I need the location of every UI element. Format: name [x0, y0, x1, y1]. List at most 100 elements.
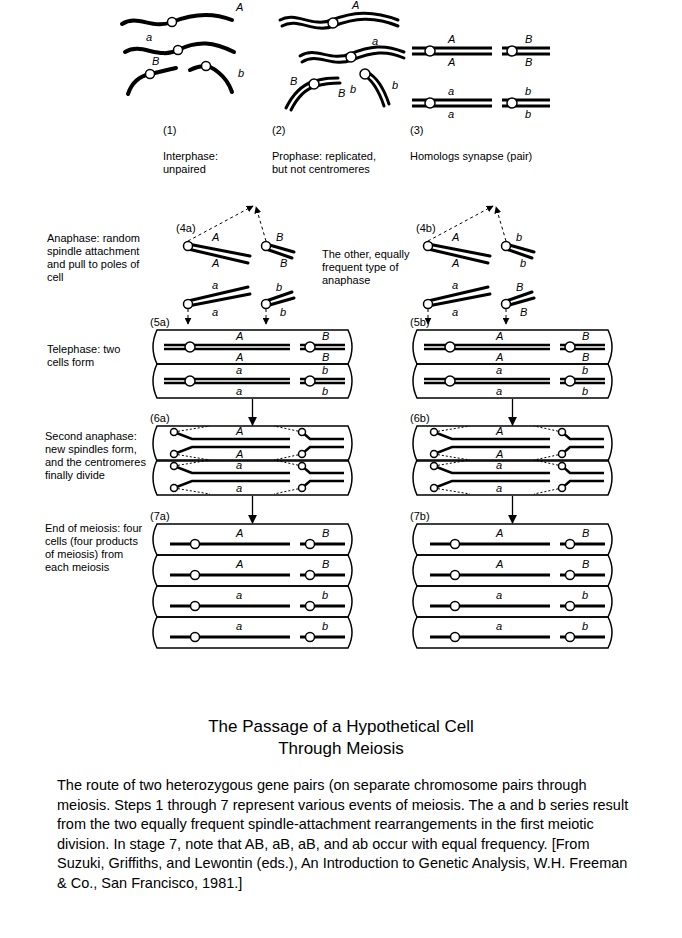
allele-label: A [236, 449, 243, 460]
allele-label: B [280, 258, 287, 269]
cell-outline [150, 426, 355, 461]
allele-label: a [496, 621, 502, 632]
chromatid [424, 382, 550, 385]
cell-membrane [413, 330, 612, 364]
cell-box: AB [150, 555, 355, 586]
allele-label: A [496, 449, 503, 460]
cell-box: AA [150, 426, 355, 461]
allele-label: a [212, 280, 218, 291]
centromere [262, 242, 271, 251]
chromatid [367, 72, 389, 104]
allele-label: B [582, 352, 589, 363]
allele-label: B [582, 528, 589, 539]
centromere [431, 429, 438, 436]
stage-label: (3) [410, 124, 423, 137]
cell-membrane [153, 617, 352, 648]
cell-box: aa [150, 460, 355, 495]
centromere [185, 342, 195, 352]
centromere [191, 633, 200, 642]
centromere [445, 376, 455, 386]
centromere [191, 602, 200, 611]
allele-label: a [452, 280, 458, 291]
centromere [451, 602, 460, 611]
allele-label: a [236, 386, 242, 397]
stage-label: Prophase: replicated, but not centromere… [272, 150, 394, 176]
allele-label: a [496, 386, 502, 397]
centromere [425, 46, 435, 56]
centromere [184, 300, 193, 309]
chromatid [170, 574, 290, 577]
cell-outline [410, 460, 615, 495]
cell-membrane [413, 460, 612, 495]
centromere [502, 300, 511, 309]
cell-membrane [413, 555, 612, 586]
chromatid [302, 432, 344, 439]
cell-membrane [413, 586, 612, 617]
allele-label: A [496, 528, 503, 539]
allele-label: b [516, 232, 522, 243]
chromatid [412, 99, 492, 102]
allele-label: b [280, 307, 286, 318]
allele-label: B [525, 57, 532, 68]
allele-label: b [322, 621, 328, 632]
chromatid [302, 481, 344, 488]
cell-membrane [413, 617, 612, 648]
cell-membrane [153, 330, 352, 364]
separating-chromatids [174, 432, 344, 454]
chromosome [128, 68, 176, 94]
centromere [360, 69, 370, 79]
prophase-chromosomes [280, 13, 404, 110]
allele-label: b [582, 590, 588, 601]
centromeres [309, 18, 370, 89]
spindle-fibre [496, 207, 506, 241]
chromatid [430, 605, 550, 608]
centromeres [146, 18, 211, 79]
allele-label: b [322, 590, 328, 601]
allele-label: b [525, 86, 531, 97]
allele-label: B [276, 232, 283, 243]
spindle-fibre [266, 309, 267, 324]
spindle-fibre [188, 309, 189, 324]
chromatid [412, 53, 492, 56]
centromere [502, 242, 511, 251]
allele-label: A [496, 331, 503, 342]
allele-label: a [452, 307, 458, 318]
centromere [559, 463, 566, 470]
centromere [431, 485, 438, 492]
centromere [431, 463, 438, 470]
allele-label: A [448, 34, 455, 45]
chromatid [174, 481, 290, 488]
spindle [434, 460, 562, 494]
cell-membrane [153, 524, 352, 555]
cell-box: ab [410, 617, 615, 648]
stage-arrow [252, 399, 253, 425]
spindle-fibre [434, 460, 470, 466]
centromere [306, 633, 315, 642]
stage-arrow [512, 496, 513, 523]
allele-label: a [496, 590, 502, 601]
stage-label: (4b) [416, 222, 436, 235]
allele-label: a [448, 109, 454, 120]
centromere [299, 429, 306, 436]
stage-label: Second anaphase: new spindles form, and … [45, 430, 149, 482]
chromatid [506, 292, 532, 301]
allele-label: B [516, 282, 523, 293]
chromatid [562, 466, 604, 473]
centromere [191, 571, 200, 580]
spindle-fibre [274, 454, 302, 460]
spindle [174, 460, 302, 494]
allele-label: A [352, 0, 359, 11]
centromere [346, 52, 356, 62]
chromatid [434, 447, 550, 454]
anaphase-figure [424, 206, 535, 324]
stage-label: (5b) [410, 316, 430, 329]
centromere [566, 540, 575, 549]
allele-label: b [582, 621, 588, 632]
spindle-fibre [174, 426, 210, 432]
spindle-fibre [434, 426, 470, 432]
allele-label: A [452, 258, 459, 269]
cell-membrane [153, 426, 352, 461]
chromatid [434, 466, 550, 473]
allele-label: B [290, 76, 297, 87]
cell-outline [150, 460, 355, 495]
